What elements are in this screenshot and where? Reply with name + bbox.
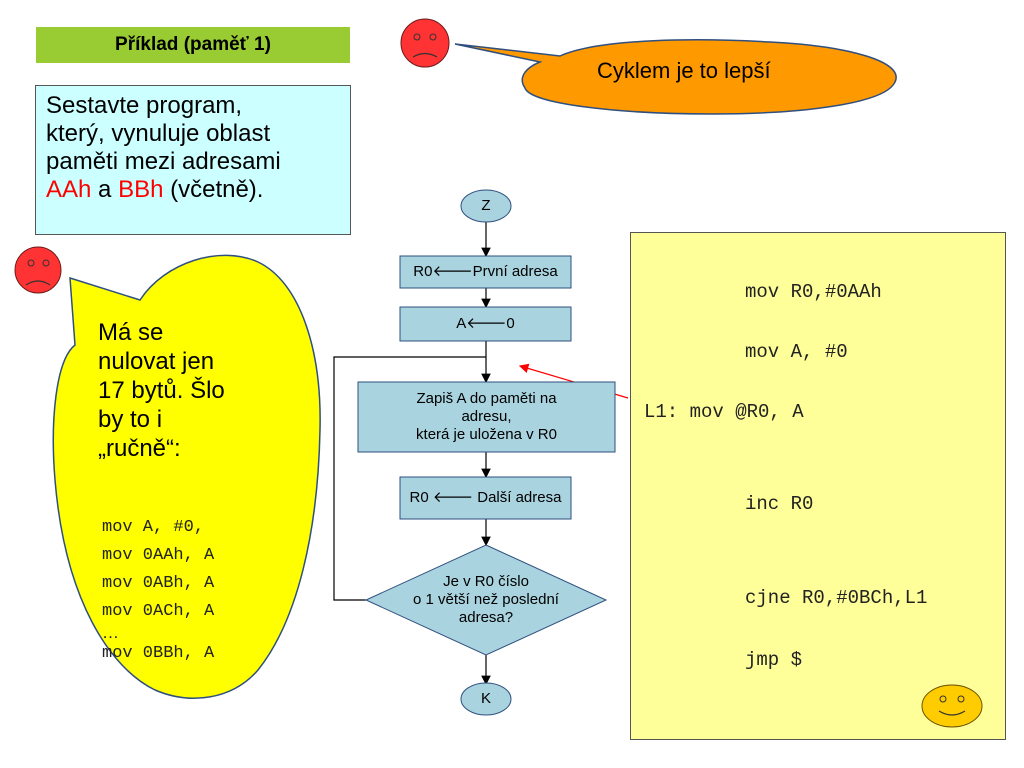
flow-step-first-address bbox=[399, 255, 572, 289]
manual-code-list: mov A, #0, mov 0AAh, A mov 0ABh, A mov 0… bbox=[102, 514, 214, 668]
task-line: AAh a BBh (včetně). bbox=[46, 176, 340, 204]
flow-step-label: R0🡐První adresa bbox=[413, 263, 558, 280]
sad-face-icon bbox=[400, 18, 450, 68]
bubble-line: by to i bbox=[98, 406, 163, 433]
address-end: BBh bbox=[118, 176, 164, 203]
task-description: Sestavte program, který, vynuluje oblast… bbox=[35, 85, 351, 235]
task-line: paměti mezi adresami bbox=[46, 148, 281, 175]
sad-face-icon bbox=[14, 246, 62, 294]
decision-line: o 1 větší než poslední bbox=[413, 591, 559, 608]
speech-bubble-text: Cyklem je to lepší bbox=[597, 58, 771, 83]
code-listing: mov R0,#0AAh mov A, #0 L1: mov @R0, A in… bbox=[630, 232, 1006, 740]
thought-bubble-text: Má se nulovat jen 17 bytů. Šlo by to i „… bbox=[98, 318, 278, 463]
flow-decision bbox=[364, 544, 608, 656]
manual-code-ellipsis: … bbox=[102, 623, 119, 642]
flow-step-label: A🡐0 bbox=[456, 315, 515, 332]
task-line: Sestavte program, bbox=[46, 92, 243, 119]
manual-code-line: mov A, #0, bbox=[102, 518, 205, 537]
code-line: jmp $ bbox=[745, 649, 803, 671]
code-line: cjne R0,#0BCh,L1 bbox=[745, 587, 928, 609]
flow-step-next-address bbox=[399, 476, 572, 520]
flow-step-write-label: Zapiš A do paměti na adresu, která je ul… bbox=[358, 382, 615, 452]
bubble-line: nulovat jen bbox=[98, 348, 215, 375]
flow-end bbox=[460, 682, 512, 716]
address-start: AAh bbox=[46, 176, 92, 203]
page-title: Příklad (paměť 1) bbox=[36, 27, 350, 63]
manual-code-line: mov 0ACh, A bbox=[102, 602, 215, 621]
code-line: mov A, #0 bbox=[745, 341, 848, 363]
flow-decision-label: Je v R0 číslo o 1 větší než poslední adr… bbox=[366, 566, 606, 634]
flow-step-label: R0 🡐 Další adresa bbox=[409, 489, 562, 506]
code-line: L1: mov @R0, A bbox=[644, 401, 804, 423]
bubble-line: Má se bbox=[98, 319, 164, 346]
task-line: který, vynuluje oblast bbox=[46, 120, 271, 147]
speech-bubble bbox=[454, 39, 897, 115]
code-line: mov R0,#0AAh bbox=[745, 281, 882, 303]
thought-bubble bbox=[52, 254, 321, 699]
flow-step-clear-a bbox=[399, 306, 572, 342]
decision-line: Je v R0 číslo bbox=[443, 573, 529, 590]
flow-step-line: adresu, bbox=[461, 408, 512, 425]
happy-face-icon bbox=[921, 684, 983, 728]
bubble-line: „ručně“: bbox=[98, 435, 181, 462]
code-line: inc R0 bbox=[745, 493, 814, 515]
task-tail: (včetně). bbox=[163, 176, 264, 203]
manual-code-line: mov 0AAh, A bbox=[102, 546, 215, 565]
decision-line: adresa? bbox=[458, 609, 514, 626]
flow-step-line: Zapiš A do paměti na bbox=[416, 390, 557, 407]
flow-start-label: Z bbox=[481, 197, 491, 214]
flow-step-line: která je uložena v R0 bbox=[416, 426, 557, 443]
manual-code-line: mov 0ABh, A bbox=[102, 574, 215, 593]
flow-end-label: K bbox=[480, 690, 491, 707]
task-conjunction: a bbox=[91, 176, 119, 203]
manual-code-line: mov 0BBh, A bbox=[102, 644, 215, 663]
flow-start bbox=[460, 189, 512, 223]
bubble-line: 17 bytů. Šlo bbox=[98, 377, 225, 404]
flow-step-write bbox=[357, 381, 616, 453]
